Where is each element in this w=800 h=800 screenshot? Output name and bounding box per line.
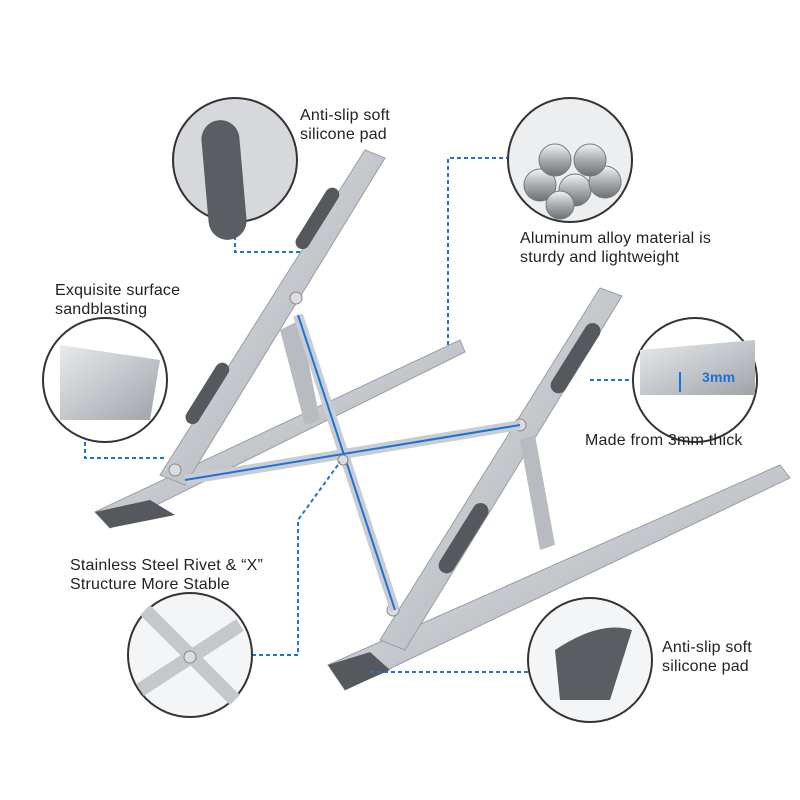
label-line: sandblasting bbox=[55, 301, 148, 318]
thickness-badge: 3mm bbox=[702, 369, 736, 385]
detail-sandblasting bbox=[42, 317, 168, 443]
silicone-pad bbox=[185, 362, 230, 425]
detail-thickness bbox=[632, 317, 758, 443]
silicone-pad bbox=[438, 503, 489, 574]
label-line: sturdy and lightweight bbox=[520, 249, 680, 266]
silicone-pad bbox=[295, 187, 340, 250]
rivet bbox=[289, 291, 303, 305]
detail-rivet bbox=[127, 592, 253, 718]
label-top-pad: Anti-slip soft silicone pad bbox=[300, 106, 390, 144]
label-line: Stainless Steel Rivet & “X” bbox=[70, 557, 264, 574]
label-line: silicone pad bbox=[300, 126, 387, 143]
label-line: silicone pad bbox=[662, 658, 749, 675]
silicone-pad bbox=[95, 500, 175, 528]
detail-aluminum-rods bbox=[507, 97, 633, 223]
silicone-pad bbox=[328, 652, 390, 690]
x-brace bbox=[184, 313, 521, 612]
detail-bottom-pad bbox=[527, 597, 653, 723]
label-rivet: Stainless Steel Rivet & “X” Structure Mo… bbox=[70, 556, 263, 594]
label-aluminum: Aluminum alloy material is sturdy and li… bbox=[520, 229, 711, 267]
detail-top-pad bbox=[172, 97, 298, 240]
label-line: Structure More Stable bbox=[70, 576, 230, 593]
label-sandblasting: Exquisite surface sandblasting bbox=[55, 281, 180, 319]
label-line: Exquisite surface bbox=[55, 282, 181, 299]
label-thickness: Made from 3mm thick bbox=[585, 432, 743, 449]
label-line: Anti-slip soft bbox=[300, 107, 390, 124]
label-line: Aluminum alloy material is bbox=[520, 230, 712, 247]
silicone-pad bbox=[550, 323, 601, 394]
leader-lines bbox=[84, 157, 633, 673]
label-bottom-pad: Anti-slip soft silicone pad bbox=[662, 638, 752, 676]
rivet bbox=[168, 463, 182, 477]
label-line: Anti-slip soft bbox=[662, 639, 752, 656]
